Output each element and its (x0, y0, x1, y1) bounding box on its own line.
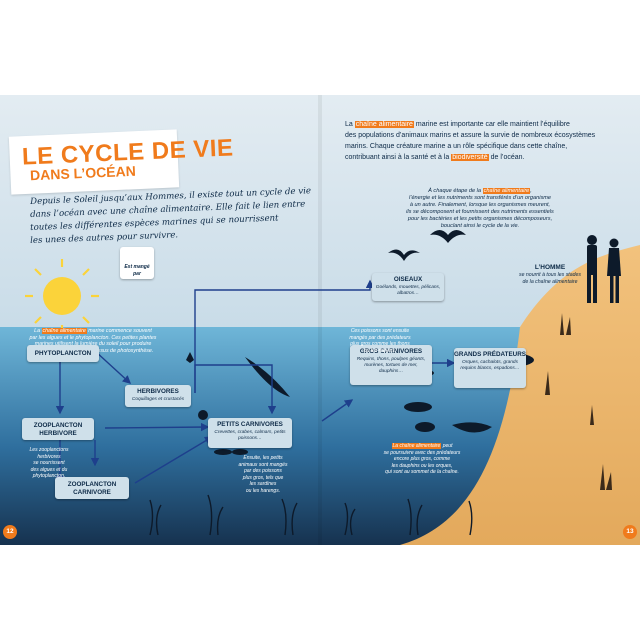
small-fish-note-line-4: plus gros, tels que (242, 474, 284, 481)
herbivores-title: HERBIVORES (137, 388, 179, 395)
gros-note-line-4: ou les requins. (363, 347, 397, 354)
petits-carnivores-desc: Crevettes, crabes, calmars, petits poiss… (214, 429, 286, 441)
plankton-note-line-1: La chaîne alimentaire marine commence so… (34, 328, 152, 334)
zoo-note-line-3: se nourrissent (33, 460, 65, 466)
legend-box (120, 247, 154, 279)
zooplancton-carnivore-title: ZOOPLANCTON CARNIVORE (67, 481, 117, 496)
gros-note-line-1: Ces poissons sont ensuite (350, 328, 410, 334)
herbivores-desc: Coquillages et crustacés (131, 396, 185, 402)
homme-block: L’HOMME se nourrit à tous les stades de … (514, 263, 586, 285)
bottom-note-line-1: La chaîne alimentaire peut (391, 443, 453, 449)
bottom-note: La chaîne alimentaire peut se poursuivre… (372, 443, 472, 476)
gros-carnivores-title: GROS CARNIVORES (359, 348, 423, 355)
small-fish-note-line-6: ou les harengs. (245, 487, 281, 494)
step-note-line-1: À chaque étape de la chaîne alimentaire, (428, 188, 532, 194)
petits-carnivores-title: PETITS CARNIVORES (217, 421, 283, 428)
zoo-note-line-5: phytoplancton. (32, 473, 66, 479)
small-fish-note: Ensuite, les petits animaux sont mangés … (232, 455, 294, 494)
box-oiseaux: OISEAUX Goélands, mouettes, pélicans, al… (372, 273, 444, 301)
box-zooplancton-herbivore: ZOOPLANCTON HERBIVORE (22, 418, 94, 440)
box-phytoplancton: PHYTOPLANCTON (27, 345, 99, 362)
intro-text: Depuis le Soleil jusqu’aux Hommes, il ex… (30, 186, 311, 248)
homme-desc-line-1: se nourrit à tous les stades (519, 272, 581, 278)
step-note-line-6: bouclant ainsi le cycle de la vie. (440, 223, 520, 229)
box-grands-predateurs: GRANDS PRÉDATEURS Orques, cachalots, gra… (454, 348, 526, 388)
box-gros-carnivores: GROS CARNIVORES Requins, thons, poulpes … (350, 345, 432, 385)
bottom-note-line-3: encore plus gros, comme (393, 456, 451, 462)
zooplancton-note: Les zooplanctons herbivores se nourrisse… (18, 447, 80, 480)
small-fish-note-line-1: Ensuite, les petits (243, 455, 283, 461)
zoo-note-line-4: des algues et du (30, 466, 68, 473)
step-note-line-2: l’énergie et les nutriments sont transfé… (408, 195, 552, 201)
book-spread: LE CYCLE DE VIE DANS L’OCÉAN Depuis le S… (0, 95, 640, 545)
bottom-note-line-5: qui sont au sommet de la chaîne. (385, 469, 459, 475)
small-fish-note-line-5: les sardines (249, 481, 277, 487)
right-intro-line-1: La chaîne alimentaire marine est importa… (345, 121, 570, 128)
box-petits-carnivores: PETITS CARNIVORES Crevettes, crabes, cal… (208, 418, 292, 448)
right-intro-paragraph: La chaîne alimentaire marine est importa… (345, 119, 595, 163)
legend-label: Est mangé par (124, 264, 150, 277)
zoo-note-line-1: Les zooplanctons (29, 447, 69, 453)
small-fish-note-line-3: par des poissons (244, 468, 282, 474)
box-herbivores: HERBIVORES Coquillages et crustacés (125, 385, 191, 407)
right-intro-line-3: marins. Chaque créature marine a un rôle… (345, 143, 568, 150)
zooplancton-herbivore-title: ZOOPLANCTON HERBIVORE (33, 422, 83, 437)
plankton-note-line-3: marines utilisent la lumière du soleil p… (34, 341, 152, 347)
grands-predateurs-title: GRANDS PRÉDATEURS (454, 351, 526, 358)
step-note: À chaque étape de la chaîne alimentaire,… (400, 188, 560, 230)
bottom-note-line-2: se poursuivre avec des prédateurs (383, 449, 461, 456)
homme-title: L’HOMME (534, 264, 566, 271)
gros-carnivores-desc: Requins, thons, poulpes géants, murènes,… (356, 356, 426, 374)
box-zooplancton-carnivore: ZOOPLANCTON CARNIVORE (55, 477, 129, 499)
gros-carnivores-note: Ces poissons sont ensuite mangés par des… (335, 328, 425, 354)
oiseaux-desc: Goélands, mouettes, pélicans, albatros… (375, 284, 441, 296)
step-note-line-4: ils se décomposent et fournissent des nu… (406, 209, 554, 215)
plankton-note-line-2: par les algues et le phytoplancton. Ces … (29, 334, 157, 341)
right-intro-line-4: contribuant ainsi à la santé et à la bio… (345, 154, 525, 161)
small-fish-note-line-2: animaux sont mangés (238, 461, 288, 468)
gros-note-line-2: mangés par des prédateurs (349, 334, 411, 341)
gros-note-line-3: plus gros comme les thons (350, 341, 410, 347)
page-number-right: 13 (623, 525, 637, 539)
step-note-line-5: pour les bactéries et les petits organis… (407, 216, 553, 222)
zoo-note-line-2: herbivores (37, 453, 61, 460)
oiseaux-title: OISEAUX (393, 276, 423, 283)
homme-desc-line-2: de la chaîne alimentaire (522, 278, 578, 285)
phytoplancton-title: PHYTOPLANCTON (34, 350, 92, 357)
grands-predateurs-desc: Orques, cachalots, grands requins blancs… (460, 359, 520, 371)
bottom-note-line-4: les dauphins ou les orques, (391, 462, 453, 469)
step-note-line-3: à un autre. Finalement, lorsque les orga… (409, 202, 551, 208)
page-number-left: 12 (3, 525, 17, 539)
right-intro-line-2: des populations d’animaux marins et assu… (345, 132, 596, 139)
